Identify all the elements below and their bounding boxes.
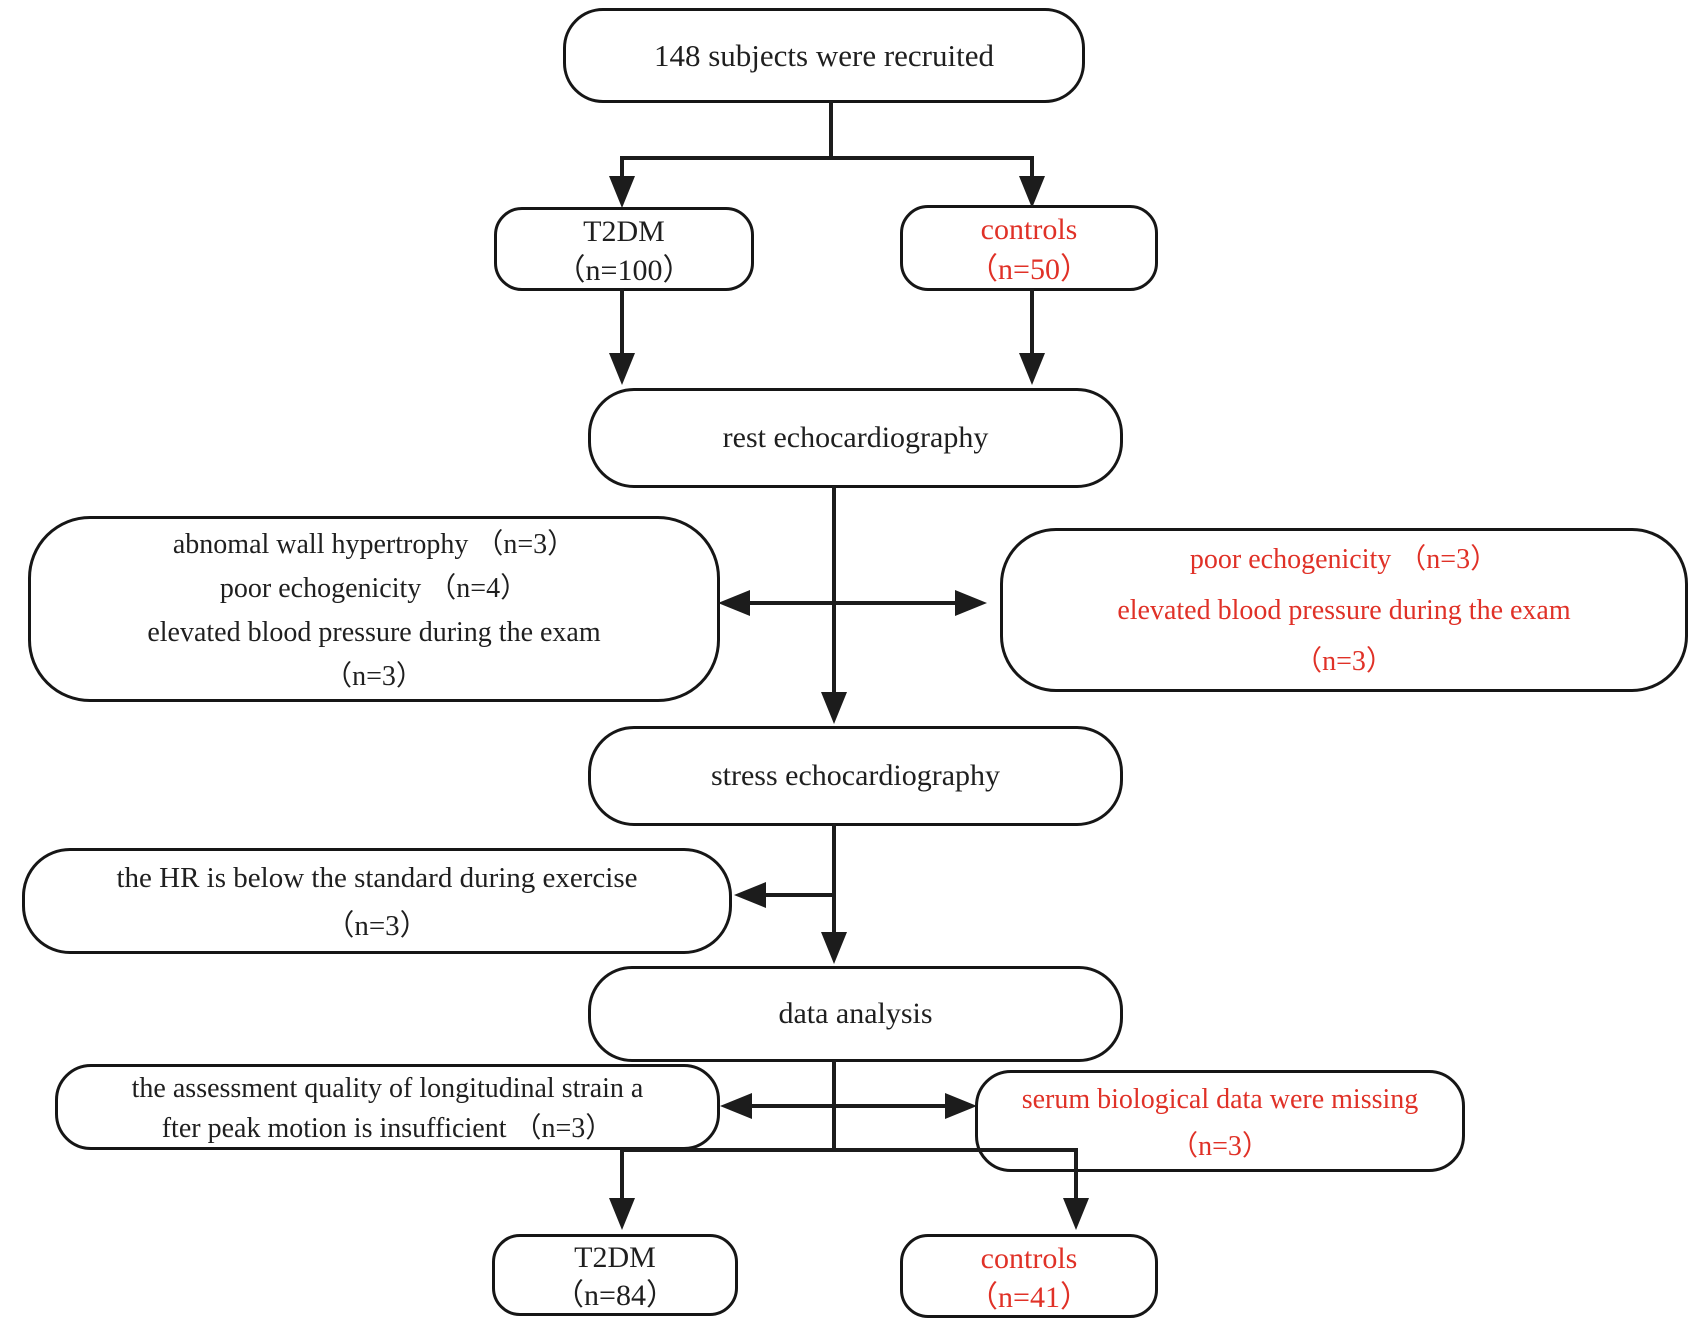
node-label-line: poor echogenicity （n=4） (219, 573, 529, 604)
node-label-line: elevated blood pressure during the exam (147, 617, 601, 648)
node-label: stress echocardiography (710, 759, 1001, 792)
node-label-line: fter peak motion is insufficient （n=3） (161, 1113, 614, 1144)
node-label: data analysis (778, 997, 933, 1030)
node-label: 148 subjects were recruited (653, 38, 994, 73)
connector-data-exclusion-horizontal (748, 1104, 954, 1108)
connector-split-right-vertical (1030, 156, 1034, 180)
connector-rest-exclusion-horizontal (750, 601, 958, 605)
node-label-line: （n=3） (1294, 646, 1394, 677)
node-data-analysis: data analysis (588, 966, 1123, 1062)
arrowhead-down-controls-final (1063, 1198, 1089, 1230)
arrowhead-down-t2dm-final (609, 1198, 635, 1230)
node-exclusion-rest-t2dm: abnomal wall hypertrophy （n=3） poor echo… (28, 516, 720, 702)
node-t2dm-final: T2DM （n=84） (492, 1234, 738, 1316)
arrowhead-left-rest-exclusion (718, 590, 750, 616)
arrowhead-down-rest-left (609, 353, 635, 385)
connector-stress-exclusion-horizontal (764, 893, 834, 897)
node-exclusion-data-strain: the assessment quality of longitudinal s… (55, 1064, 720, 1150)
node-label-line: （n=3） (325, 910, 429, 942)
connector-split-horizontal (620, 156, 1034, 160)
node-label: rest echocardiography (722, 421, 989, 454)
arrowhead-left-stress-exclusion (734, 882, 766, 908)
node-label-line: （n=3） (324, 661, 424, 692)
arrowhead-right-data-exclusion (945, 1093, 977, 1119)
arrowhead-right-rest-exclusion (955, 590, 987, 616)
connector-t2dm-to-rest (620, 289, 624, 355)
node-label-line: controls (980, 1242, 1078, 1275)
arrowhead-down-data-analysis (821, 932, 847, 964)
node-label-line: poor echogenicity （n=3） (1189, 544, 1499, 575)
arrowhead-down-controls-initial (1019, 176, 1045, 208)
connector-branch-horizontal (620, 1148, 1078, 1152)
connector-split-left-vertical (620, 156, 624, 180)
node-exclusion-rest-controls: poor echogenicity （n=3） elevated blood p… (1000, 528, 1688, 692)
node-controls-initial: controls （n=50） (900, 205, 1158, 291)
node-label-line: the assessment quality of longitudinal s… (131, 1073, 644, 1104)
node-label-line: T2DM (583, 215, 665, 248)
node-t2dm-initial: T2DM （n=100） (494, 207, 754, 291)
node-label-line: （n=100） (555, 254, 693, 287)
arrowhead-down-rest-right (1019, 353, 1045, 385)
connector-controls-to-rest (1030, 289, 1034, 355)
connector-rest-to-stress (832, 486, 836, 694)
connector-branch-left-vertical (620, 1148, 624, 1200)
node-controls-final: controls （n=41） (900, 1234, 1158, 1318)
node-exclusion-stress-hr: the HR is below the standard during exer… (22, 848, 732, 954)
arrowhead-left-data-exclusion (720, 1093, 752, 1119)
node-label-line: （n=84） (554, 1279, 676, 1312)
node-label-line: controls (980, 213, 1078, 246)
connector-recruited-spine (829, 101, 833, 160)
connector-stress-to-data (832, 824, 836, 934)
node-recruited: 148 subjects were recruited (563, 8, 1085, 103)
arrowhead-down-stress (821, 692, 847, 724)
node-stress-echocardiography: stress echocardiography (588, 726, 1123, 826)
connector-branch-right-vertical (1074, 1148, 1078, 1200)
arrowhead-down-t2dm-initial (609, 176, 635, 208)
node-label-line: elevated blood pressure during the exam (1117, 595, 1571, 626)
node-exclusion-data-serum: serum biological data were missing （n=3） (975, 1070, 1465, 1172)
node-label-line: abnomal wall hypertrophy （n=3） (172, 529, 576, 560)
node-label-line: the HR is below the standard during exer… (116, 862, 638, 894)
node-label-line: （n=50） (968, 253, 1090, 286)
node-label-line: T2DM (574, 1241, 656, 1274)
node-label-line: （n=41） (968, 1281, 1090, 1314)
node-label-line: （n=3） (1170, 1131, 1270, 1162)
node-label-line: serum biological data were missing (1021, 1084, 1419, 1115)
node-rest-echocardiography: rest echocardiography (588, 388, 1123, 488)
